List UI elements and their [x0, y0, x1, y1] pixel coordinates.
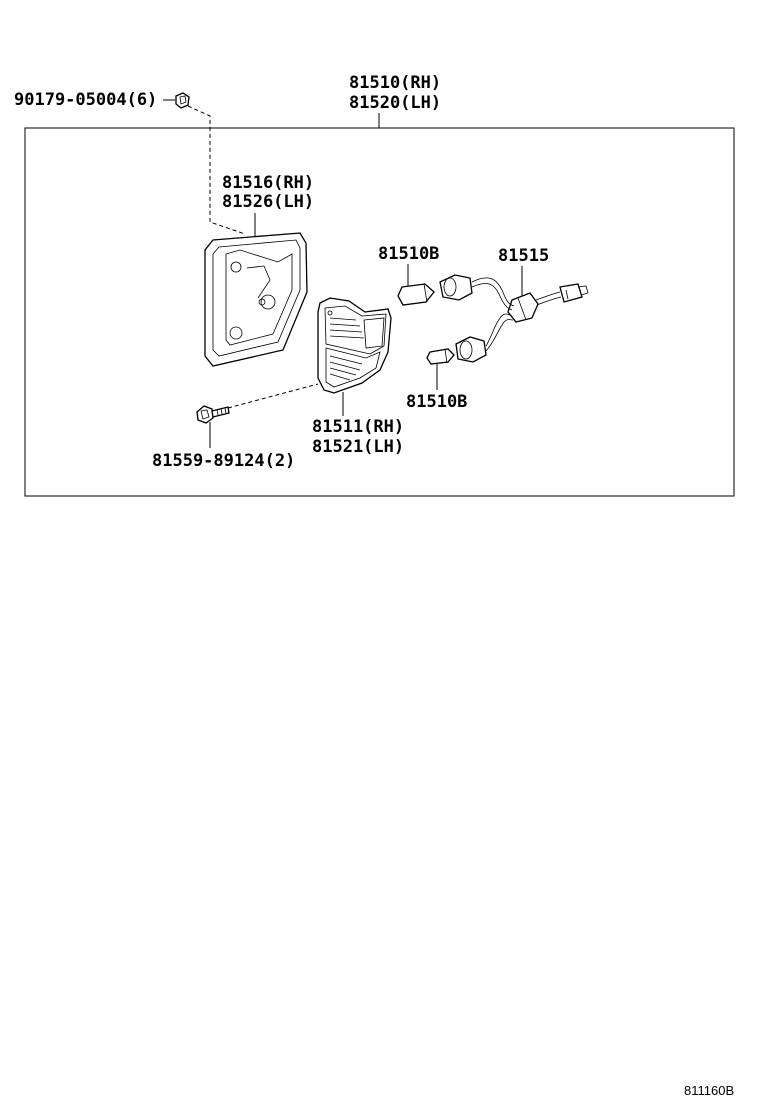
bulb-bottom-part [426, 348, 455, 365]
label-screw[interactable]: 81559-89124(2) [152, 451, 295, 471]
label-nut[interactable]: 90179-05004(6) [14, 90, 157, 110]
label-bulb-bottom[interactable]: 81510B [406, 392, 467, 412]
label-assembly-lh[interactable]: 81520(LH) [349, 93, 441, 113]
socket-wire-part [439, 274, 589, 363]
dashed-path-nut-housing [187, 105, 246, 235]
label-bulb-top[interactable]: 81510B [378, 244, 439, 264]
nut-part [175, 92, 190, 109]
figure-code: 811160B [684, 1083, 734, 1098]
label-lens-rh[interactable]: 81511(RH) [312, 417, 404, 437]
dashed-path-screw-lens [227, 383, 319, 409]
label-housing-rh[interactable]: 81516(RH) [222, 173, 314, 193]
label-housing-lh[interactable]: 81526(LH) [222, 192, 314, 212]
housing-part [204, 232, 308, 367]
screw-part [196, 405, 230, 424]
label-lens-lh[interactable]: 81521(LH) [312, 437, 404, 457]
label-socket-wire[interactable]: 81515 [498, 246, 549, 266]
bulb-top-part [397, 283, 435, 306]
label-assembly-rh[interactable]: 81510(RH) [349, 73, 441, 93]
lens-part [317, 297, 392, 394]
